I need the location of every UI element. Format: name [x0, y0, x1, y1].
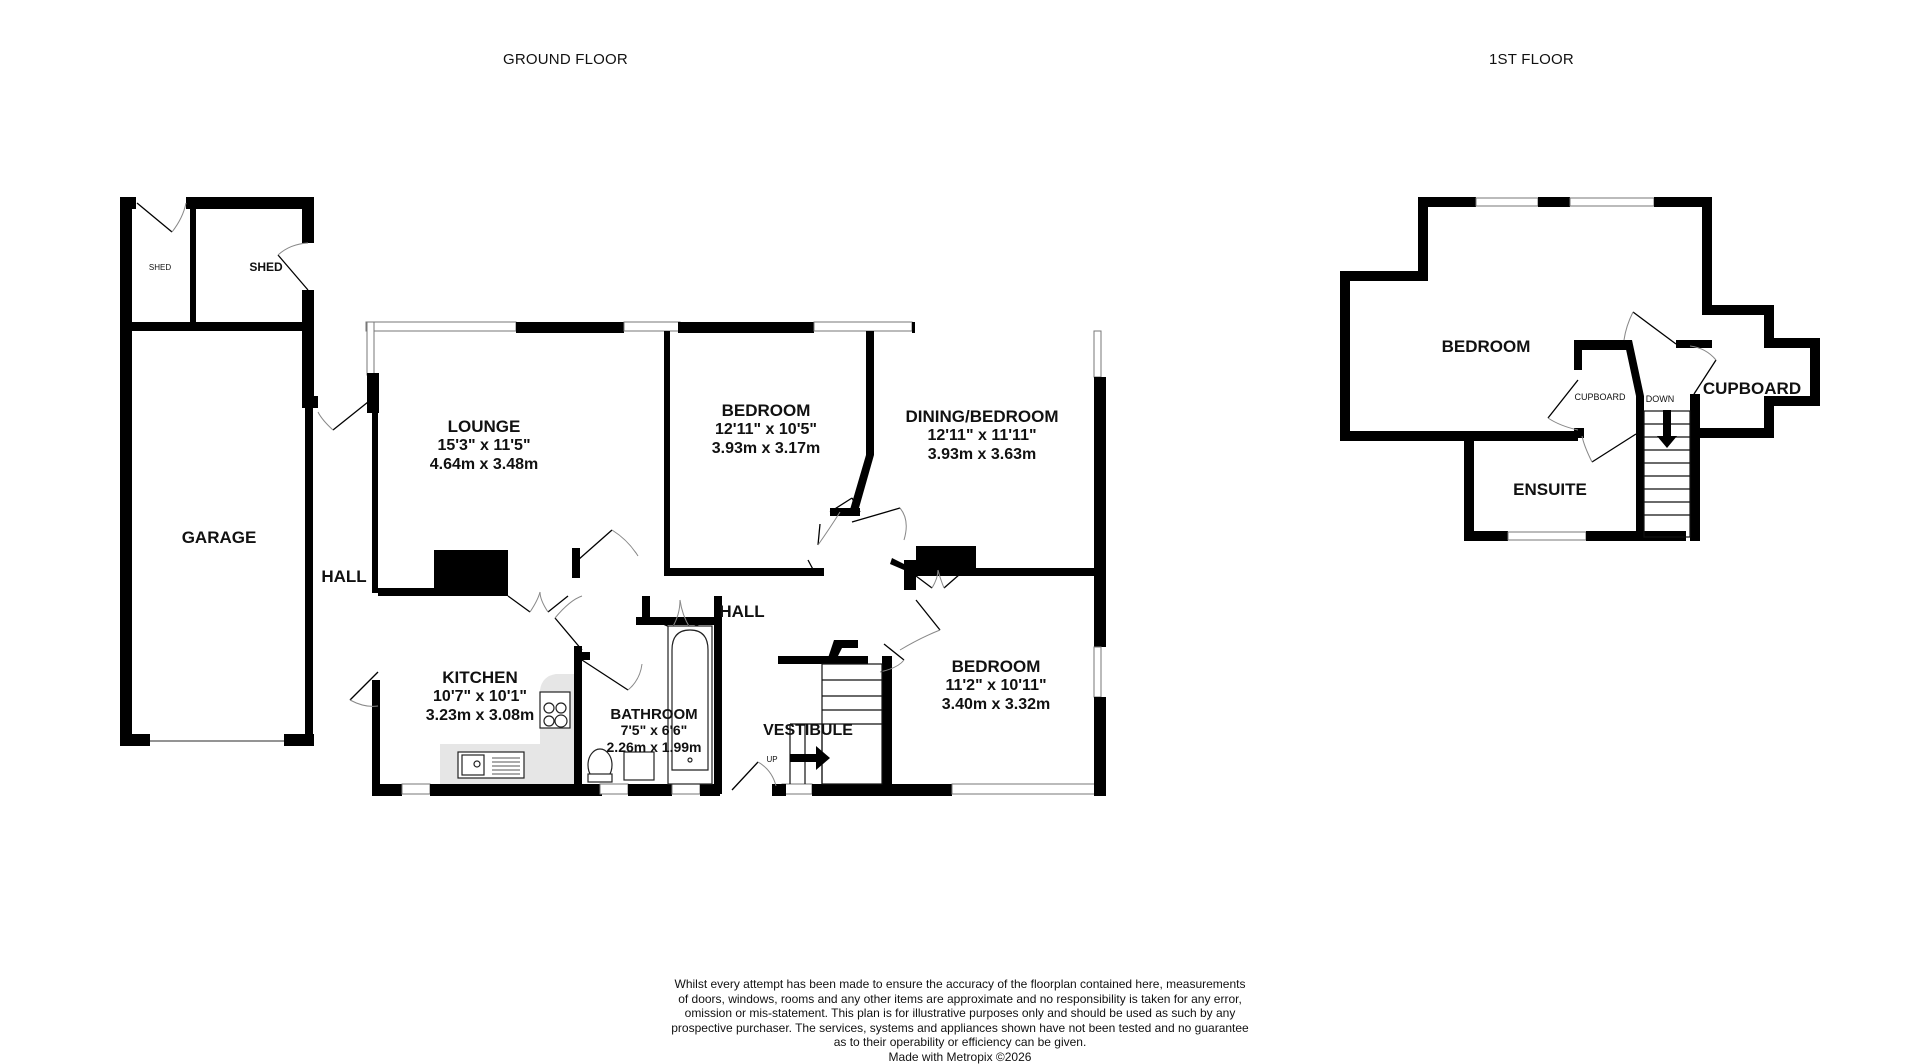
stairs-down-label: DOWN — [1646, 394, 1675, 404]
room-name: DINING/BEDROOM — [906, 407, 1059, 426]
room-label-kitchen: KITCHEN 10'7" x 10'1" 3.23m x 3.08m — [426, 668, 535, 724]
room-name: KITCHEN — [442, 668, 518, 687]
disclaimer: Whilst every attempt has been made to en… — [630, 977, 1290, 1064]
room-label-bedroom-1: BEDROOM 12'11" x 10'5" 3.93m x 3.17m — [712, 401, 821, 457]
room-label-shed: SHED — [249, 260, 283, 274]
room-label-vestibule: VESTIBULE — [763, 722, 853, 739]
first-floor-plan: BEDROOM ENSUITE CUPBOARD CUPBOARD DOWN — [1340, 197, 1820, 541]
room-metric: 3.93m x 3.17m — [712, 440, 821, 457]
room-label-dining-bedroom: DINING/BEDROOM 12'11" x 11'11" 3.93m x 3… — [906, 407, 1059, 463]
room-name: BEDROOM — [952, 657, 1041, 676]
room-label-cupboard-small: CUPBOARD — [1574, 392, 1626, 402]
room-label-lounge: LOUNGE 15'3" x 11'5" 4.64m x 3.48m — [430, 417, 539, 473]
metropix-credit: Made with Metropix ©2026 — [630, 1050, 1290, 1064]
room-imperial: 10'7" x 10'1" — [433, 688, 527, 705]
room-imperial: 12'11" x 10'5" — [715, 421, 817, 438]
disclaimer-line: Whilst every attempt has been made to en… — [630, 977, 1290, 992]
room-imperial: 12'11" x 11'11" — [927, 427, 1036, 444]
disclaimer-line: omission or mis-statement. This plan is … — [630, 1006, 1290, 1021]
room-name: LOUNGE — [448, 417, 521, 436]
room-metric: 4.64m x 3.48m — [430, 456, 539, 473]
stairs-up-label: UP — [766, 755, 777, 764]
basin-icon — [624, 752, 654, 780]
room-metric: 3.40m x 3.32m — [942, 696, 1051, 713]
disclaimer-line: as to their operability or efficiency ca… — [630, 1035, 1290, 1050]
room-label-hall: HALL — [719, 602, 764, 621]
arrow-down-icon — [1657, 410, 1677, 448]
room-metric: 2.26m x 1.99m — [607, 739, 702, 755]
first-floor-stairs — [1644, 410, 1690, 537]
room-label-cupboard-large: CUPBOARD — [1703, 379, 1801, 398]
room-label-bathroom: BATHROOM 7'5" x 6'6" 2.26m x 1.99m — [607, 706, 702, 755]
disclaimer-line: prospective purchaser. The services, sys… — [630, 1021, 1290, 1036]
room-imperial: 7'5" x 6'6" — [621, 722, 688, 738]
arrow-right-icon — [790, 746, 830, 770]
room-label-garage: GARAGE — [182, 528, 257, 547]
room-label-first-bedroom: BEDROOM — [1442, 337, 1531, 356]
room-label-shed-small: SHED — [149, 263, 171, 272]
room-name: BATHROOM — [610, 706, 697, 723]
ground-floor-plan: LOUNGE 15'3" x 11'5" 4.64m x 3.48m BEDRO… — [120, 197, 1106, 796]
bathroom-fixtures — [588, 626, 712, 784]
room-imperial: 15'3" x 11'5" — [437, 437, 530, 454]
garage-walls — [120, 197, 318, 746]
room-name: BEDROOM — [722, 401, 811, 420]
room-label-bedroom-2: BEDROOM 11'2" x 10'11" 3.40m x 3.32m — [942, 657, 1051, 713]
room-imperial: 11'2" x 10'11" — [945, 677, 1046, 694]
room-label-hall-side: HALL — [321, 567, 366, 586]
house-walls — [366, 322, 1106, 796]
room-metric: 3.93m x 3.63m — [928, 446, 1037, 463]
room-metric: 3.23m x 3.08m — [426, 707, 535, 724]
shed-doors — [137, 203, 368, 430]
disclaimer-line: of doors, windows, rooms and any other i… — [630, 992, 1290, 1007]
room-label-ensuite: ENSUITE — [1513, 480, 1587, 499]
